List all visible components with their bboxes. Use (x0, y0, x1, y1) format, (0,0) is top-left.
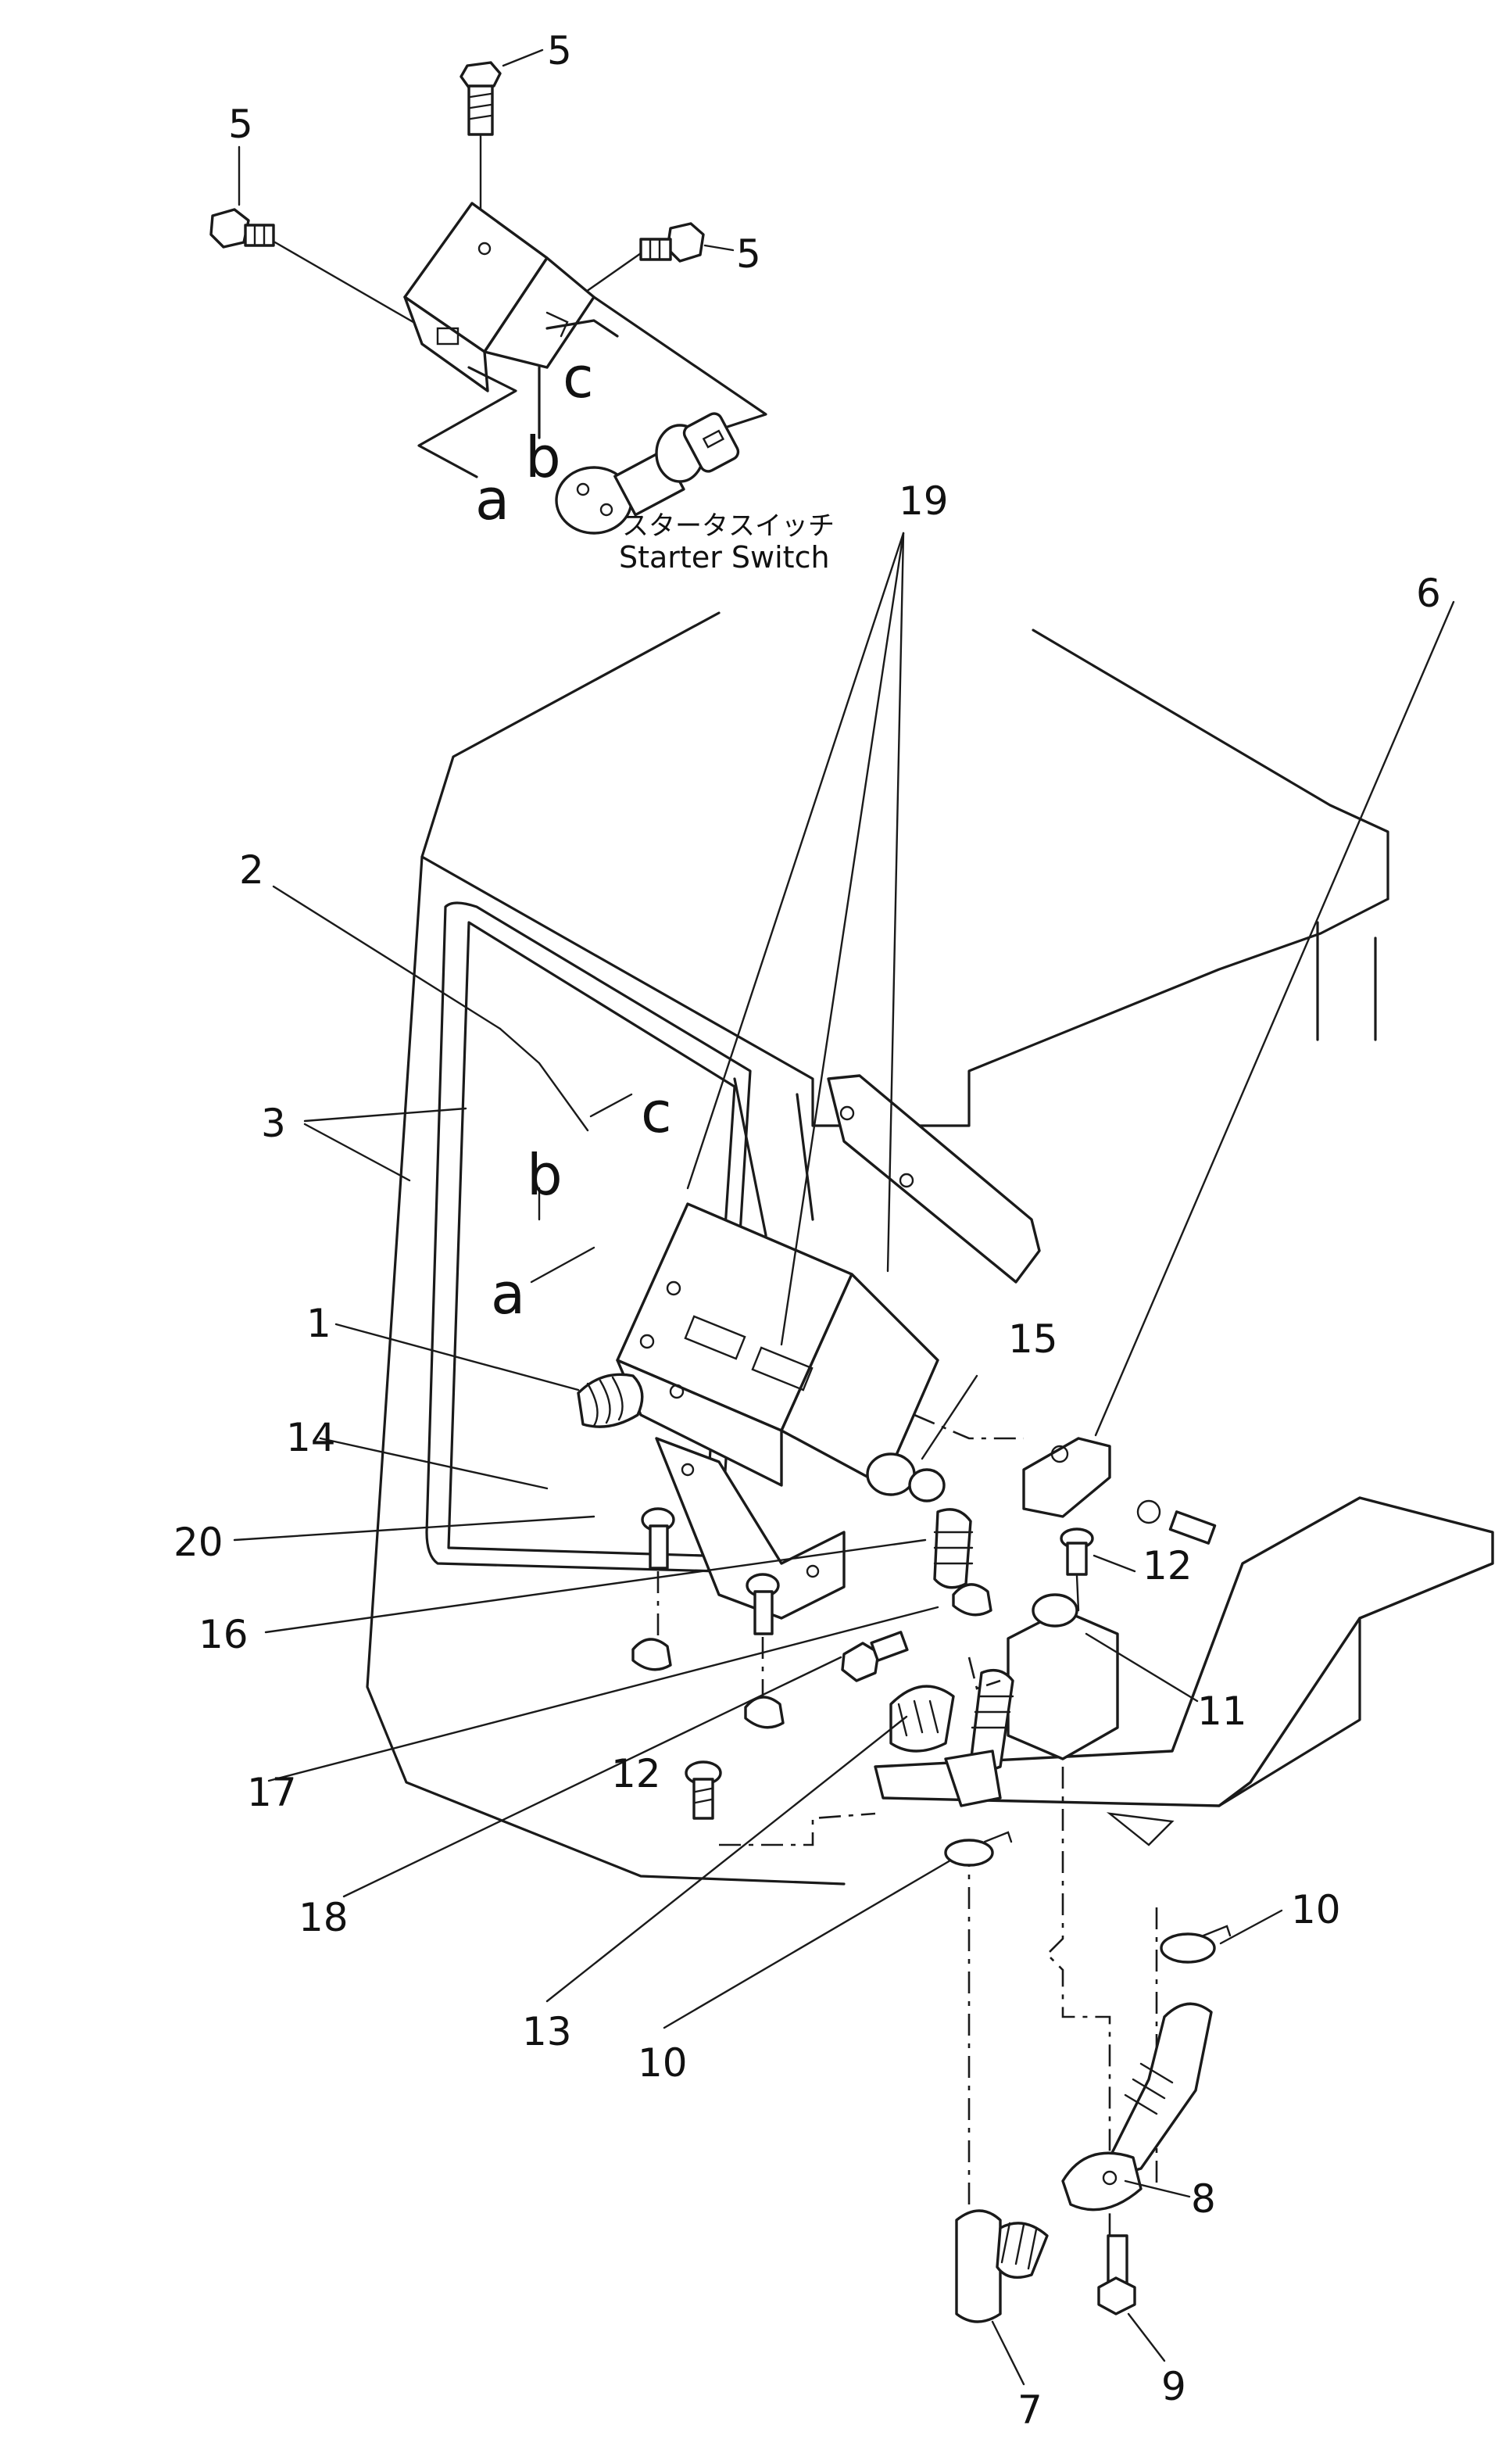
callout-12-left: 12 (611, 1751, 661, 1796)
callout-20: 20 (173, 1520, 224, 1565)
hose-elbow-icon (1108, 2002, 1213, 2172)
bolt-icon (1060, 1527, 1094, 1576)
callout-17: 17 (247, 1770, 297, 1815)
callout-11: 11 (1197, 1689, 1247, 1734)
letter-a-top: a (475, 467, 510, 532)
callout-10-right: 10 (1291, 1887, 1341, 1932)
starter-switch-label-jp: スタータスイッチ (622, 510, 835, 542)
callout-10-left: 10 (638, 2040, 688, 2086)
leader-lines (233, 532, 1283, 2386)
clip-icon (744, 1696, 785, 1729)
key-switch-icon (555, 412, 740, 535)
callout-18: 18 (299, 1895, 349, 1940)
clip-icon (952, 1583, 992, 1617)
callout-1: 1 (306, 1301, 331, 1346)
bolt-icon (1136, 1499, 1217, 1545)
callout-12-right: 12 (1143, 1543, 1193, 1588)
floor-plate (874, 1496, 1494, 1846)
callout-7: 7 (1017, 2387, 1042, 2433)
callout-14: 14 (286, 1415, 336, 1460)
hose-elbow-icon (889, 1685, 1002, 1807)
starter-switch-label-en: Starter Switch (619, 540, 830, 575)
console-box (616, 1202, 939, 1620)
bracket-icon (403, 202, 595, 392)
clip-icon (631, 1638, 672, 1671)
letter-b-main: b (527, 1142, 563, 1208)
letter-b-top: b (525, 424, 561, 490)
callout-13: 13 (522, 2009, 572, 2054)
bolt-icon (641, 1507, 675, 1570)
hose-clamp-icon (944, 1831, 1013, 1867)
hose-elbow-icon (577, 1373, 644, 1428)
bolt-icon (209, 208, 275, 249)
letter-c-top: c (563, 345, 594, 410)
callout-2: 2 (239, 847, 264, 893)
callout-19: 19 (899, 478, 949, 524)
bolt-icon (746, 1573, 780, 1635)
callout-16: 16 (198, 1612, 249, 1657)
callout-15: 15 (1008, 1316, 1058, 1362)
callout-labels: 19 6 2 3 c b a 1 15 14 20 12 16 11 17 12… (173, 478, 1441, 2433)
hose-elbow-icon (955, 2209, 1049, 2323)
bracket-icon (1022, 1437, 1111, 1518)
callout-5-top: 5 (547, 28, 572, 73)
bolt-icon (685, 1760, 722, 1820)
bolt-icon (639, 222, 705, 263)
bolt-icon (841, 1631, 909, 1682)
starter-switch-detail: 5 5 5 c b a スタータスイッチ Starter Switch (209, 28, 835, 575)
callout-8: 8 (1191, 2176, 1216, 2222)
callout-3: 3 (261, 1101, 286, 1146)
hose-clamp-icon (1160, 1925, 1232, 1964)
callout-5-left: 5 (228, 102, 253, 147)
arm-rest (827, 1074, 1041, 1284)
bolt-icon (460, 61, 502, 136)
hose-clamp-icon (866, 1452, 946, 1502)
callout-9: 9 (1161, 2364, 1186, 2409)
callout-5-right: 5 (736, 231, 761, 277)
clip-icon (1061, 2151, 1143, 2212)
relay-box (1007, 1593, 1119, 1760)
callout-6: 6 (1416, 571, 1441, 616)
hose-elbow-icon (969, 1669, 1014, 1771)
hose-elbow-icon (933, 1508, 974, 1589)
bolt-icon (1097, 2234, 1136, 2315)
letter-a-main: a (491, 1261, 525, 1327)
letter-c-main: c (641, 1080, 672, 1145)
